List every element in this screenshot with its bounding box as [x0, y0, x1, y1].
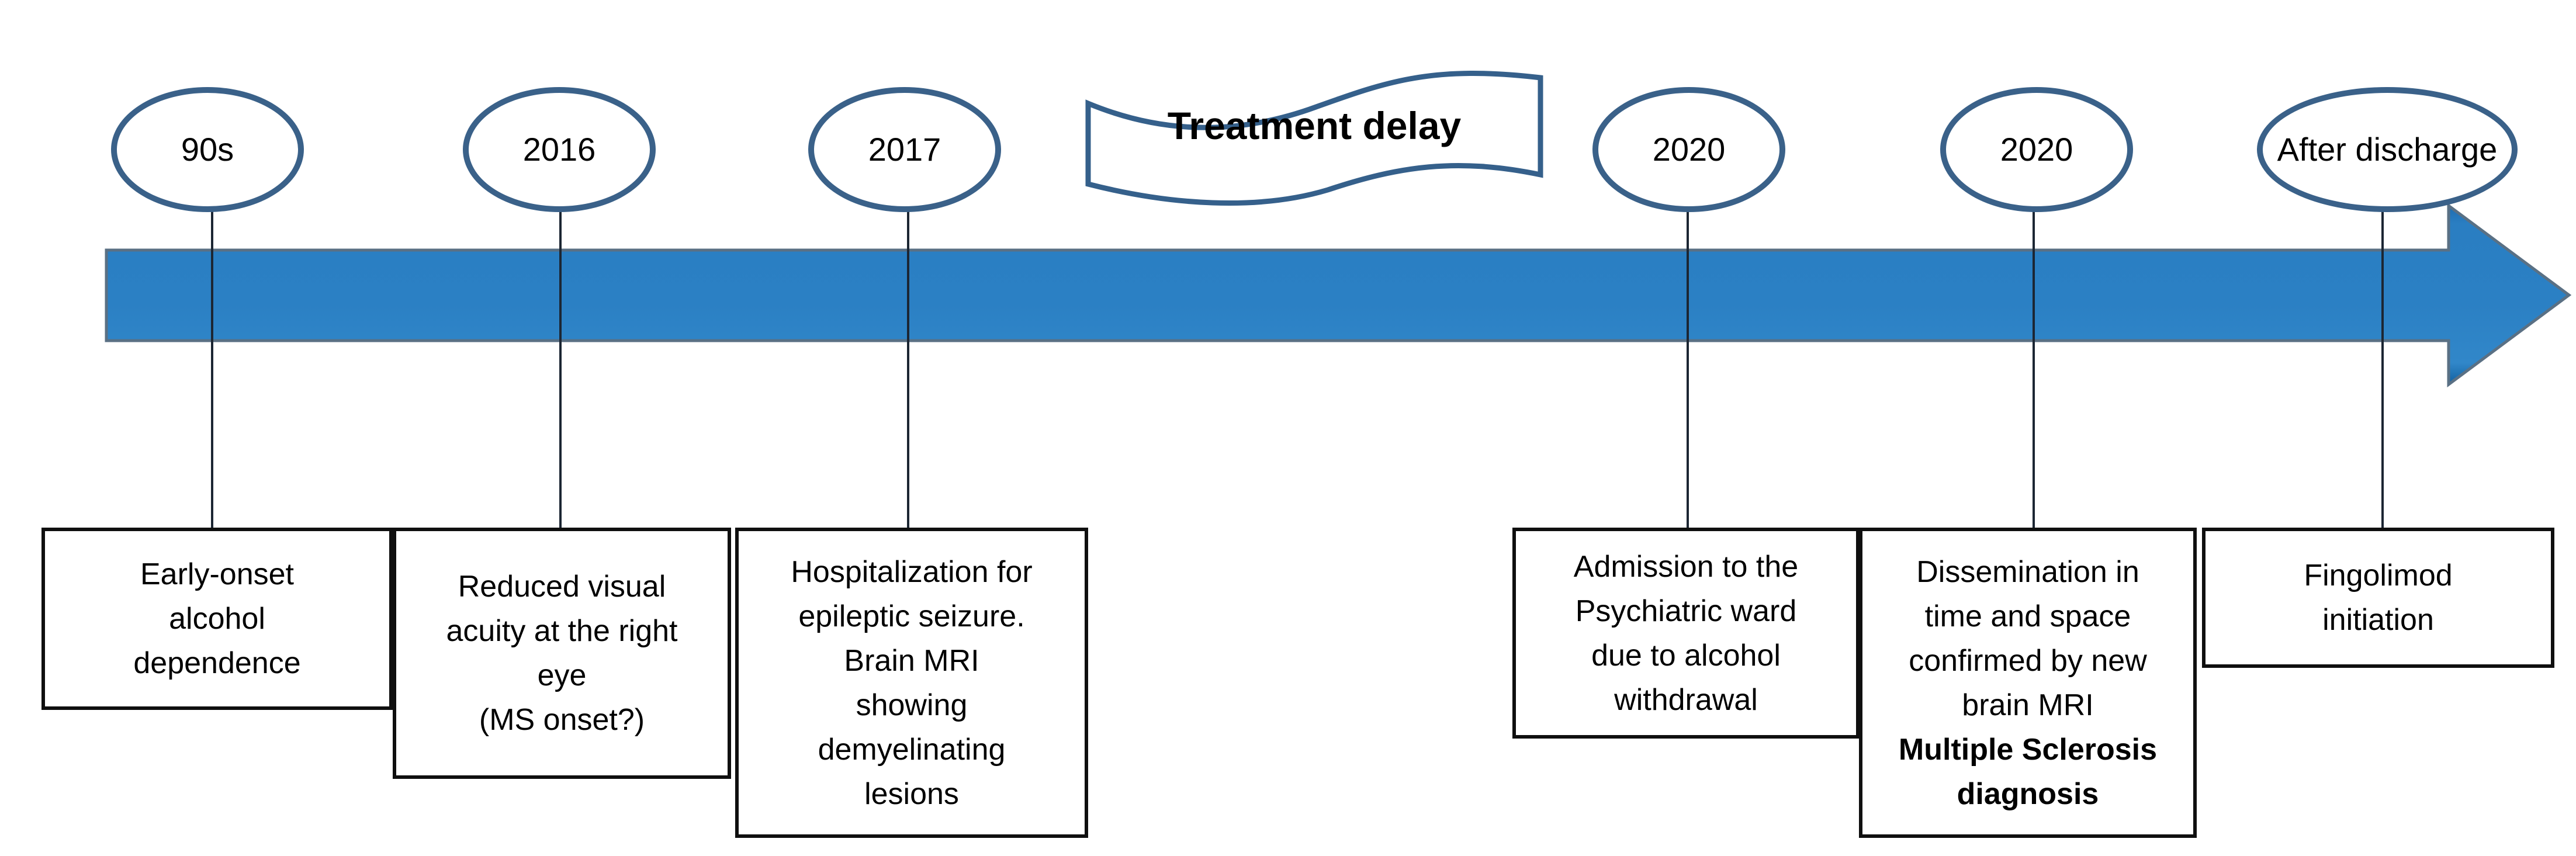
timeline-node-2016: 2016: [463, 87, 656, 212]
event-box-ms-diagnosis: Dissemination in time and space confirmed …: [1859, 528, 2197, 838]
text-line: demyelinating: [818, 732, 1006, 767]
timeline-node-90s: 90s: [111, 87, 304, 212]
text-line: confirmed by new: [1909, 643, 2147, 678]
text-line: Multiple Sclerosis: [1898, 732, 2158, 767]
text-line: initiation: [2322, 603, 2434, 637]
event-text: Fingolimod initiation: [2304, 553, 2452, 642]
text-line: Psychiatric ward: [1575, 594, 1797, 628]
text-line: Early-onset: [140, 557, 294, 591]
text-line: brain MRI: [1962, 688, 2094, 722]
node-label: 2020: [1652, 131, 1726, 168]
text-line: Fingolimod: [2304, 559, 2453, 592]
text-line: Hospitalization for: [791, 555, 1033, 589]
timeline-node-2017: 2017: [808, 87, 1001, 212]
text-line: alcohol: [169, 602, 265, 636]
text-line: time and space: [1924, 599, 2131, 633]
text-line: showing: [856, 688, 968, 722]
event-box-hospitalization-epileptic-seizure: Hospitalization for epileptic seizure. Bra…: [735, 528, 1088, 838]
text-line: acuity at the right: [446, 614, 678, 648]
text-line: Dissemination in: [1916, 555, 2139, 589]
event-text: Dissemination in time and space confirmed …: [1909, 550, 2147, 727]
text-line: Admission to the: [1573, 549, 1799, 584]
event-text-bold: Multiple Sclerosis diagnosis: [1899, 727, 2157, 816]
timeline-node-2020-admission: 2020: [1592, 87, 1785, 212]
text-line: withdrawal: [1614, 682, 1758, 717]
node-label: 2016: [522, 131, 596, 168]
event-box-reduced-visual-acuity: Reduced visual acuity at the right eye (MS …: [393, 528, 731, 779]
event-box-fingolimod-initiation: Fingolimod initiation: [2202, 528, 2554, 668]
event-box-early-onset-alcohol-dependence: Early-onset alcohol dependence: [41, 528, 393, 710]
text-line: due to alcohol: [1591, 638, 1781, 673]
text-line: dependence: [133, 646, 301, 680]
text-line: eye: [537, 659, 587, 692]
node-label: 90s: [181, 131, 234, 168]
node-label: 2020: [2000, 131, 2073, 168]
text-line: epileptic seizure.: [798, 599, 1025, 633]
treatment-delay-wave-shape: [1085, 70, 1543, 206]
treatment-delay-banner-label: Treatment delay: [1167, 104, 1462, 147]
text-line: diagnosis: [1957, 777, 2099, 811]
timeline-arrow: [105, 203, 2572, 387]
node-label: 2017: [868, 131, 941, 168]
event-text: Hospitalization for epileptic seizure. Bra…: [791, 550, 1032, 816]
text-line: Reduced visual: [458, 570, 666, 604]
text-line: (MS onset?): [479, 703, 645, 737]
node-label: After discharge: [2277, 131, 2498, 168]
timeline-node-after-discharge: After discharge: [2257, 87, 2518, 212]
event-text: Early-onset alcohol dependence: [133, 552, 300, 685]
event-text: Reduced visual acuity at the right eye (MS …: [446, 564, 678, 742]
timeline-node-2020-diagnosis: 2020: [1940, 87, 2133, 212]
text-line: Brain MRI: [844, 643, 979, 678]
text-line: lesions: [864, 777, 959, 811]
